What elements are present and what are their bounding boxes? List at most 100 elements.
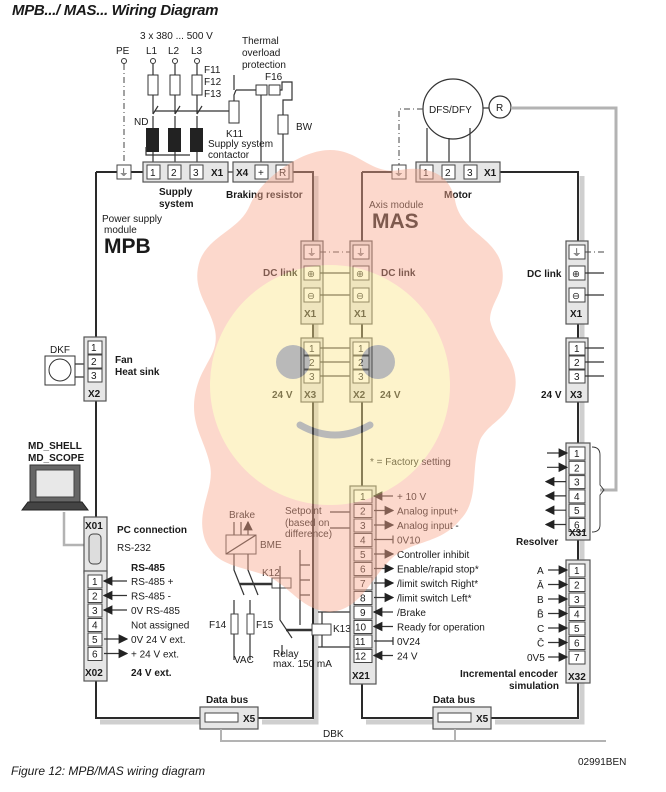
svg-text:Motor: Motor (444, 190, 472, 201)
svg-text:24 V: 24 V (541, 390, 562, 401)
x02-signal-label: RS-485 + (131, 577, 174, 588)
svg-text:⊕: ⊕ (307, 269, 315, 280)
svg-text:module: module (104, 225, 137, 236)
x31-pin-number: 6 (574, 521, 580, 532)
pc-connection: MD_SHELL MD_SCOPE X01 PC connection RS-2… (21, 441, 187, 574)
x02-signal-label: 0V 24 V ext. (131, 635, 185, 646)
x32-pin (568, 607, 586, 621)
signal-terminator (374, 535, 394, 544)
x02-pin (87, 589, 103, 603)
x32-pin (568, 636, 586, 650)
svg-text:X02: X02 (85, 668, 103, 679)
svg-text:Setpoint: Setpoint (285, 506, 322, 517)
x02-pin-number: 1 (92, 577, 98, 588)
x21-signal-label: 0V10 (397, 536, 421, 547)
figure-caption: Figure 12: MPB/MAS wiring diagram (11, 764, 206, 778)
x21-pin (353, 562, 373, 576)
svg-text:F14: F14 (209, 620, 227, 631)
x02-signal-label: Not assigned (131, 621, 189, 632)
svg-text:Thermal: Thermal (242, 36, 279, 47)
svg-text:Data bus: Data bus (206, 695, 249, 706)
fan-connector-x2: DKF 1 2 3 X2 Fan Heat sink (44, 336, 160, 402)
svg-text:2: 2 (445, 168, 451, 179)
svg-text:⊕: ⊕ (356, 269, 364, 280)
mas-right-dc-link-x1: ⏚ ⊕ ⊖ X1 DC link (527, 240, 604, 325)
x02-pin (87, 632, 103, 647)
x21-pin (353, 533, 373, 547)
mpb-title: MPB (104, 235, 151, 258)
x02-pin-number: 2 (92, 592, 98, 603)
x21-pin (353, 649, 373, 663)
x02-signal-label: + 24 V ext. (131, 650, 179, 661)
svg-text:protection: protection (242, 60, 286, 71)
svg-text:3: 3 (91, 371, 97, 382)
pe-terminal (116, 164, 132, 180)
mpb-24v-x3: 1 2 3 X3 24 V (272, 337, 324, 403)
x02-signal-label: RS-485 - (131, 592, 171, 603)
sticker-face (210, 265, 450, 505)
svg-text:L1: L1 (146, 46, 158, 57)
svg-text:3 x 380 ... 500 V: 3 x 380 ... 500 V (140, 31, 213, 42)
x21-pin-number: 6 (360, 565, 366, 576)
x02-pin (87, 603, 103, 618)
svg-text:F16: F16 (265, 72, 283, 83)
svg-text:ND: ND (134, 117, 148, 128)
x21-signal-label: /limit switch Right* (397, 579, 478, 590)
svg-text:RS-232: RS-232 (117, 543, 151, 554)
svg-text:X1: X1 (484, 168, 497, 179)
mas-right-24v-x3: 1 2 3 X3 24 V (541, 337, 604, 403)
x32-pin (568, 592, 586, 607)
x21-signal-label: Ready for operation (397, 623, 485, 634)
x21-pin-number: 10 (355, 623, 367, 634)
x32-signal-label: B̄ (537, 608, 544, 621)
svg-text:3: 3 (467, 168, 473, 179)
x31-pin (568, 446, 586, 461)
svg-text:DC link: DC link (381, 268, 416, 279)
svg-text:MD_SHELL: MD_SHELL (28, 441, 82, 452)
supply-system: 3 x 380 ... 500 V PE L1 L2 L3 F11 F12 F1… (116, 31, 313, 165)
svg-text:BME: BME (260, 540, 282, 551)
svg-text:⏚: ⏚ (356, 248, 366, 259)
mas-24v-x2: 1 2 3 X2 24 V (349, 337, 401, 403)
svg-text:⊖: ⊖ (307, 291, 315, 302)
sticker-sunburst (193, 150, 516, 612)
x32-pin-number: 4 (574, 610, 580, 621)
x31-pin-number: 2 (574, 463, 580, 474)
x21-pin (353, 634, 373, 649)
x21-pin (353, 620, 373, 634)
x02-pin-number: 5 (92, 635, 98, 646)
svg-text:X01: X01 (85, 521, 103, 532)
x32-pin-number: 6 (574, 639, 580, 650)
svg-text:X1: X1 (570, 309, 583, 320)
x21-signal-label: Analog input - (397, 521, 459, 532)
svg-text:X5: X5 (243, 714, 256, 725)
svg-text:K13: K13 (333, 624, 351, 635)
svg-text:⏚: ⏚ (307, 248, 317, 259)
svg-text:1: 1 (150, 168, 156, 179)
supply-x1-connector: ⏚ 1 2 3 X1 Supply system (116, 161, 229, 210)
svg-text:DBK: DBK (323, 729, 344, 740)
mpb-dc-link-x1: ⏚ ⊕ ⊖ X1 DC link (263, 240, 324, 325)
x02-pin (87, 647, 103, 661)
x31-pin (568, 460, 586, 475)
svg-text:2: 2 (574, 358, 580, 369)
svg-text:Resolver: Resolver (516, 537, 558, 548)
x31-pin (568, 503, 586, 518)
x31-pin (568, 518, 586, 532)
svg-text:contactor: contactor (208, 150, 250, 161)
svg-text:1: 1 (574, 344, 580, 355)
x32-signal-label: A (537, 566, 544, 577)
mas-data-bus: Data bus X5 DBK (323, 695, 492, 741)
svg-text:3: 3 (358, 372, 364, 383)
diagram-title: MPB.../ MAS... Wiring Diagram (12, 2, 219, 19)
x21-pin-number: 9 (360, 608, 366, 619)
svg-text:VAC: VAC (234, 655, 254, 666)
x21-signal-label: Analog input+ (397, 507, 459, 518)
x21-pin-number: 5 (360, 550, 366, 561)
factory-setting-note: * = Factory setting (370, 457, 451, 468)
mpb-data-bus: Data bus X5 (199, 695, 606, 742)
x32-signal-label: 0V5 (527, 653, 545, 664)
